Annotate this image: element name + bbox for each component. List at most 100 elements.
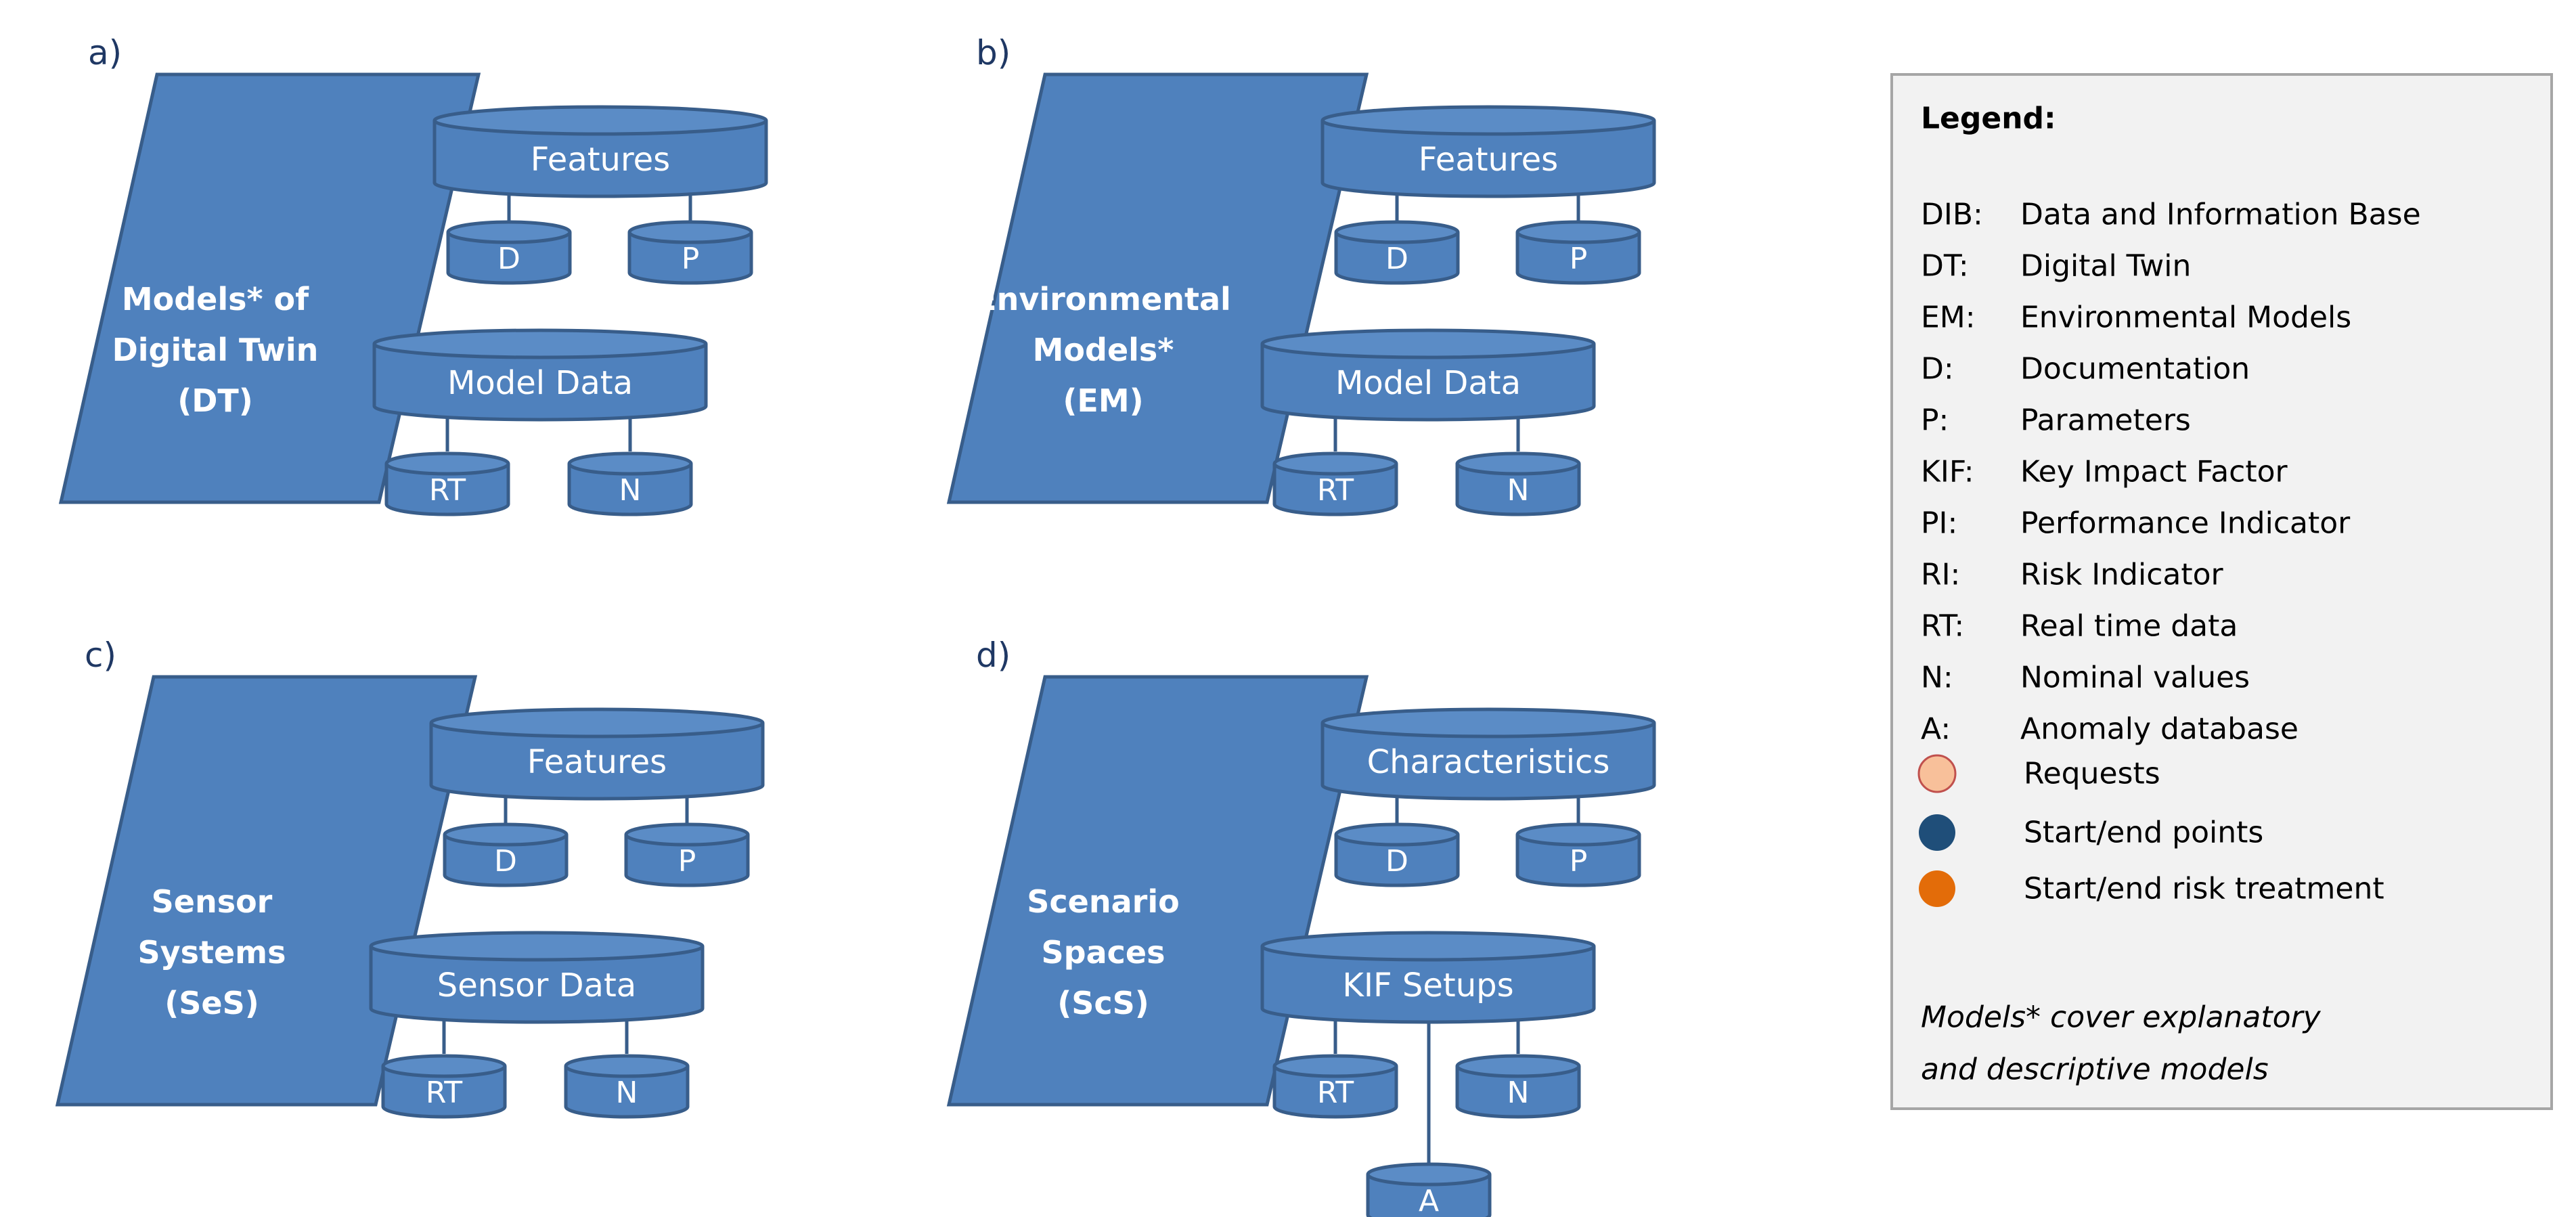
cylinder-top <box>432 105 768 136</box>
bottom-database: Sensor Data <box>369 931 705 1024</box>
panel-letter: b) <box>976 33 1011 72</box>
cylinder-top <box>1320 105 1656 136</box>
cylinder-top <box>564 1054 690 1078</box>
legend-text: Risk Indicator <box>2020 558 2224 592</box>
cylinder-label: N <box>616 1076 638 1110</box>
cylinder-body <box>1366 1174 1492 1217</box>
legend-text: Parameters <box>2020 403 2191 438</box>
cylinder-top <box>567 451 693 476</box>
main-label-line: Digital Twin <box>112 332 319 368</box>
bottom-database: Model Data <box>1260 328 1596 422</box>
small-database-p: P <box>1515 822 1641 887</box>
panel-letter: c) <box>85 636 116 675</box>
cylinder-body <box>1334 835 1460 887</box>
small-database-n: N <box>567 451 693 516</box>
cylinder-top <box>1260 931 1596 962</box>
main-label-line: Spaces <box>1042 934 1165 971</box>
cylinder-body <box>567 464 693 516</box>
small-database-d: D <box>443 822 569 887</box>
cylinder-label: D <box>494 844 517 879</box>
legend-text: Key Impact Factor <box>2020 455 2288 489</box>
legend-text: Digital Twin <box>2020 249 2191 284</box>
cylinder-body <box>372 344 708 422</box>
cylinder-body <box>429 723 765 801</box>
small-database-rt: RT <box>1272 451 1398 516</box>
legend-text: Documentation <box>2020 352 2250 386</box>
start-end-circle-icon <box>1919 814 1955 851</box>
small-database-rt: RT <box>384 451 510 516</box>
cylinder-body <box>1320 120 1656 198</box>
cylinder-body <box>1455 1066 1581 1119</box>
cylinder-label: Model Data <box>1335 364 1521 402</box>
legend-abbr: A: <box>1921 712 1951 747</box>
main-label-line: Models* <box>1033 332 1174 368</box>
cylinder-label: RT <box>1317 1076 1354 1110</box>
legend-note: and descriptive models <box>1921 1053 2269 1087</box>
top-database: Features <box>429 707 765 801</box>
legend-symbol-text: Start/end risk treatment <box>2024 872 2384 906</box>
cylinder-label: RT <box>426 1076 462 1110</box>
cylinder-top <box>1515 822 1641 847</box>
cylinder-body <box>432 120 768 198</box>
cylinder-top <box>1455 1054 1581 1078</box>
cylinder-label: P <box>1570 242 1588 276</box>
cylinder-body <box>1260 344 1596 422</box>
cylinder-top <box>384 451 510 476</box>
main-label-line: Environmental <box>975 281 1231 317</box>
legend-abbr: EM: <box>1921 301 1976 335</box>
panel-letter: a) <box>88 33 122 72</box>
cylinder-label: KIF Setups <box>1342 967 1513 1004</box>
legend-text: Anomaly database <box>2020 712 2299 747</box>
panel-letter: d) <box>976 636 1011 675</box>
legend-abbr: P: <box>1921 403 1949 438</box>
legend-abbr: DT: <box>1921 249 1969 284</box>
cylinder-top <box>1366 1162 1492 1187</box>
main-label-line: (EM) <box>1063 382 1143 419</box>
legend-title: Legend: <box>1921 102 2056 136</box>
small-database-d: D <box>1334 220 1460 285</box>
cylinder-body <box>624 835 750 887</box>
cylinder-body <box>564 1066 690 1119</box>
risk-treatment-circle-icon <box>1919 870 1955 907</box>
cylinder-label: Features <box>1419 141 1558 179</box>
cylinder-label: RT <box>429 473 466 508</box>
cylinder-body <box>1515 835 1641 887</box>
top-database: Characteristics <box>1320 707 1656 801</box>
cylinder-label: D <box>1385 242 1408 276</box>
cylinder-label: N <box>1507 473 1530 508</box>
cylinder-body <box>1272 464 1398 516</box>
cylinder-top <box>1515 220 1641 244</box>
legend-symbol-text: Start/end points <box>2024 816 2263 850</box>
legend-abbr: PI: <box>1921 506 1957 541</box>
cylinder-top <box>446 220 572 244</box>
cylinder-body <box>384 464 510 516</box>
cylinder-label: N <box>1507 1076 1530 1110</box>
small-database-p: P <box>624 822 750 887</box>
main-label-line: (DT) <box>177 382 253 419</box>
main-label-line: Systems <box>138 934 286 971</box>
small-database-n: N <box>1455 451 1581 516</box>
cylinder-top <box>1455 451 1581 476</box>
cylinder-body <box>1320 723 1656 801</box>
cylinder-body <box>1260 946 1596 1024</box>
cylinder-label: P <box>682 242 700 276</box>
legend-abbr: N: <box>1921 661 1953 695</box>
cylinder-body <box>369 946 705 1024</box>
main-label-line: (ScS) <box>1057 985 1149 1021</box>
small-database-rt: RT <box>1272 1054 1398 1119</box>
cylinder-top <box>381 1054 507 1078</box>
small-database-p: P <box>627 220 753 285</box>
main-label-line: (SeS) <box>164 985 259 1021</box>
small-database-a: A <box>1366 1162 1492 1217</box>
cylinder-label: P <box>1570 844 1588 879</box>
cylinder-label: RT <box>1317 473 1354 508</box>
legend-box: Legend:DIB:Data and Information BaseDT:D… <box>1890 73 2553 1110</box>
cylinder-top <box>1320 707 1656 738</box>
cylinder-label: A <box>1419 1184 1439 1217</box>
small-database-rt: RT <box>381 1054 507 1119</box>
cylinder-top <box>429 707 765 738</box>
cylinder-body <box>443 835 569 887</box>
small-database-p: P <box>1515 220 1641 285</box>
